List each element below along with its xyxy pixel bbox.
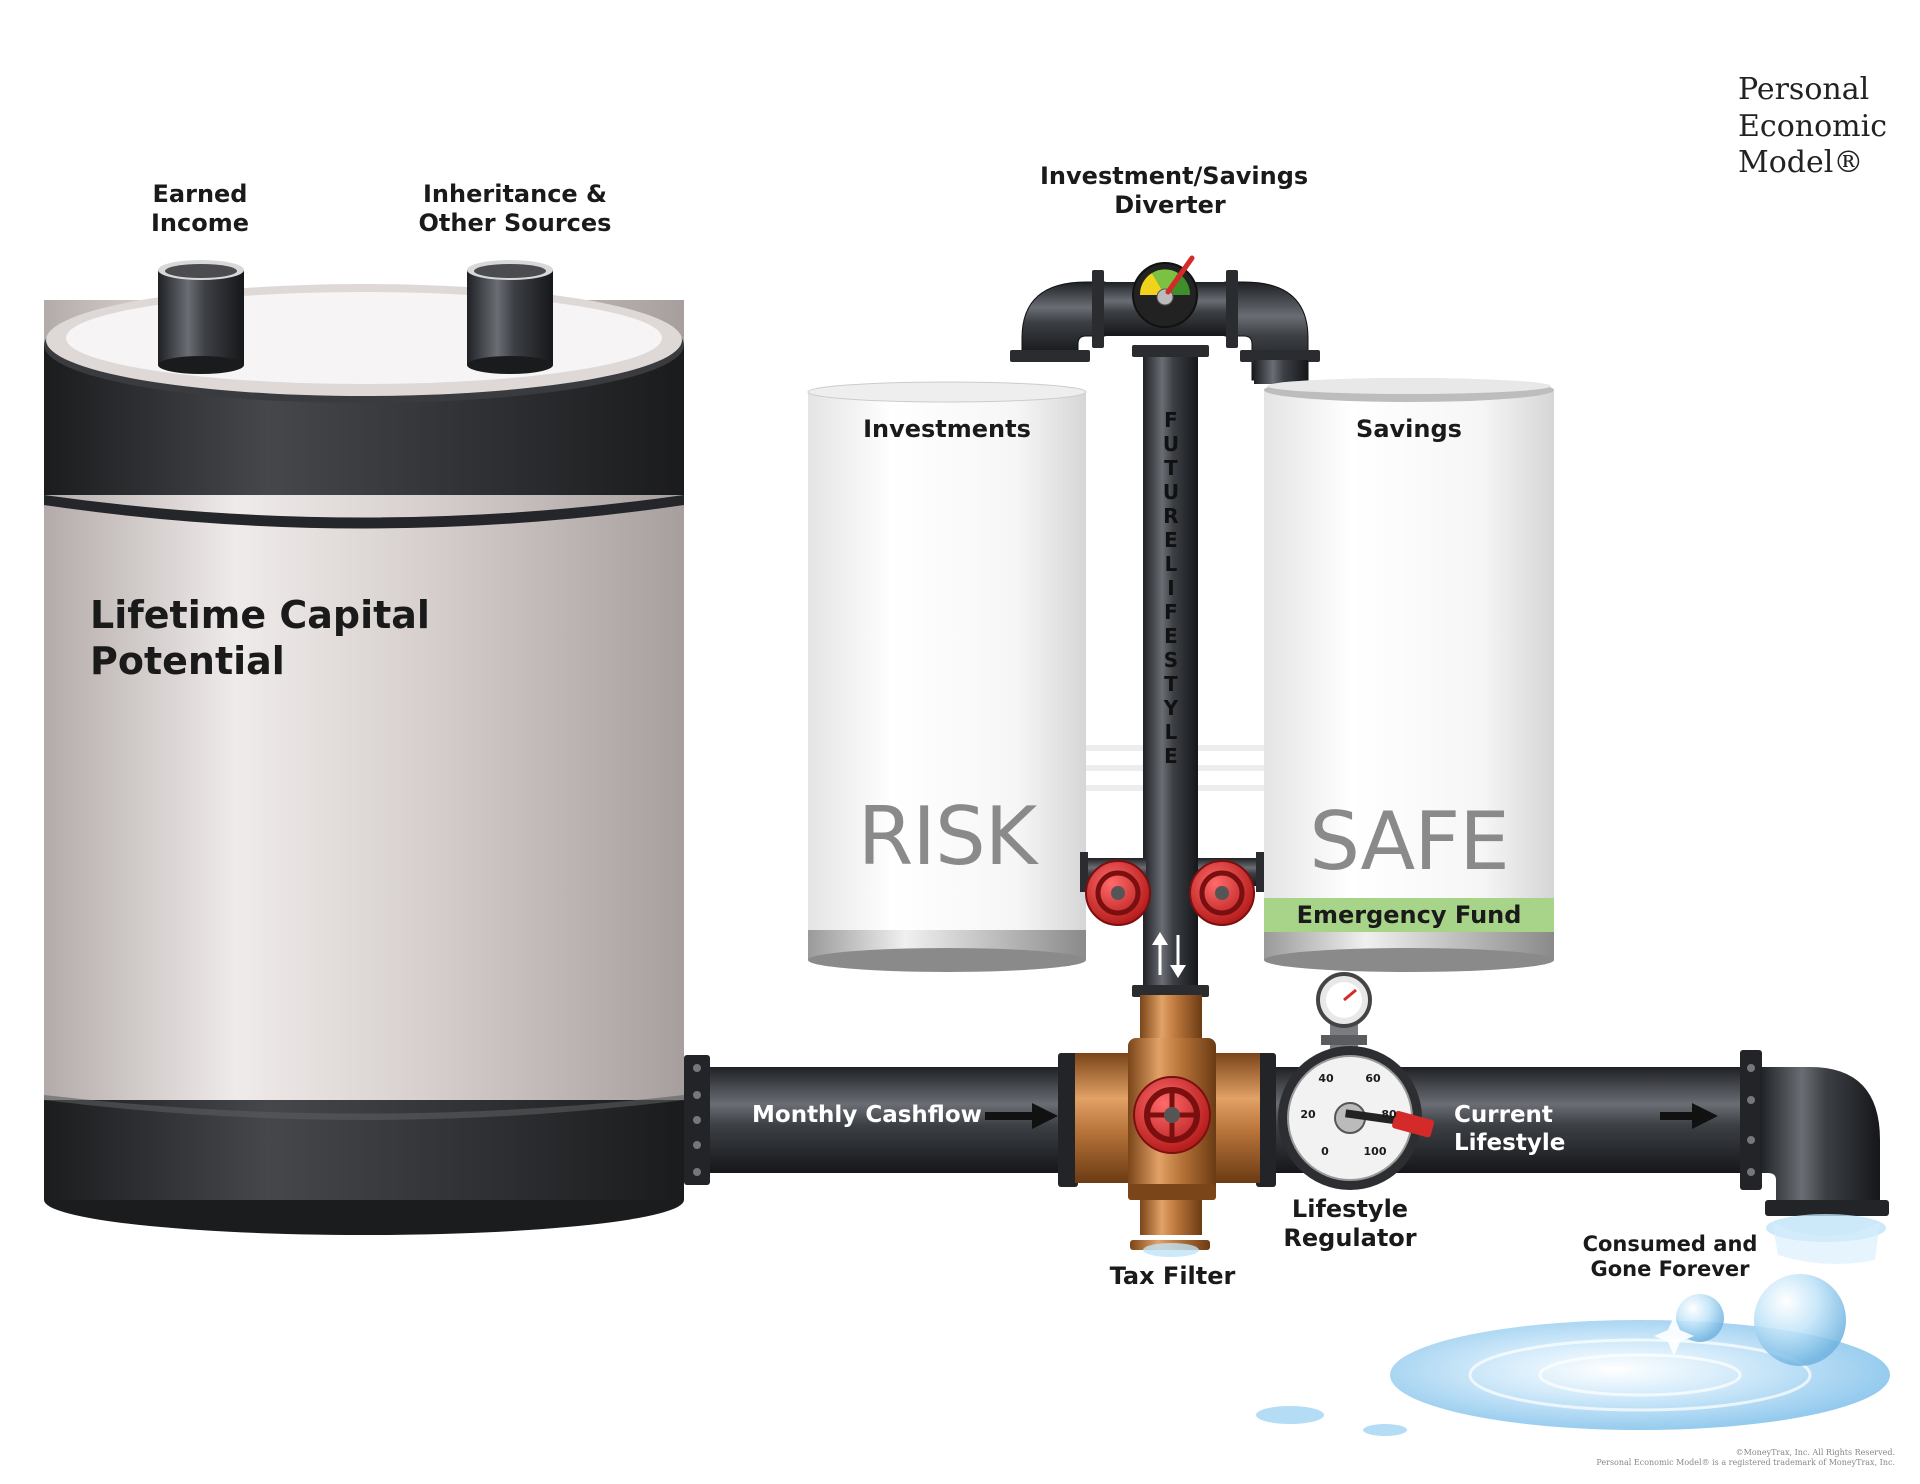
future-lifestyle-pipe	[1132, 345, 1209, 997]
page-title: Personal Economic Model®	[1738, 72, 1887, 181]
risk-label: RISK	[857, 790, 1037, 883]
inheritance-inlet-pipe	[467, 260, 553, 374]
gauge-tick: 20	[1300, 1108, 1316, 1121]
water-stream	[1766, 1214, 1886, 1264]
investments-label: Investments	[863, 415, 1031, 443]
emergency-fund-label: Emergency Fund	[1296, 901, 1522, 929]
tax-filter-label: Tax Filter	[1109, 1262, 1236, 1290]
copyright-notice: ©MoneyTrax, Inc. All Rights Reserved. Pe…	[1596, 1448, 1895, 1468]
gauge-tick: 40	[1318, 1072, 1334, 1085]
lifestyle-regulator-label: Lifestyle Regulator	[1283, 1195, 1417, 1252]
savings-tank	[1264, 378, 1554, 972]
monthly-cashflow-arrow-icon	[985, 1103, 1058, 1129]
outflow-label: Consumed and Gone Forever	[1582, 1232, 1758, 1282]
gauge-tick: 0	[1321, 1145, 1329, 1158]
safe-label: SAFE	[1309, 795, 1510, 888]
diverter-label: Investment/Savings Diverter	[1040, 162, 1309, 219]
bidirectional-arrow-icon	[1152, 932, 1186, 978]
outflow-elbow-pipe	[1760, 1067, 1889, 1216]
lifestyle-regulator-gauge	[1278, 972, 1435, 1190]
tax-filter-valve-icon	[1133, 1076, 1211, 1154]
earned-income-label: Earned Income	[150, 180, 249, 237]
monthly-cashflow-label: Monthly Cashflow	[752, 1102, 982, 1128]
investments-tank	[807, 381, 1087, 972]
gauge-tick: 100	[1363, 1145, 1387, 1158]
current-lifestyle-arrow-icon	[1660, 1103, 1718, 1129]
gauge-tick: 80	[1381, 1108, 1397, 1121]
water-bubble-icon	[1654, 1274, 1846, 1366]
savings-valve-icon	[1189, 852, 1264, 926]
inheritance-label: Inheritance & Other Sources	[418, 180, 612, 237]
diverter-gauge-icon	[1132, 255, 1198, 328]
earned-income-inlet-pipe	[158, 260, 244, 374]
lifetime-capital-label: Lifetime Capital Potential	[90, 593, 430, 683]
future-lifestyle-label: FUTURE LIFESTYLE	[1162, 408, 1180, 768]
lifetime-capital-tank	[44, 284, 684, 1235]
diverter-piping	[1010, 270, 1320, 384]
investments-valve-icon	[1080, 852, 1151, 926]
gauge-tick: 60	[1365, 1072, 1381, 1085]
savings-label: Savings	[1356, 415, 1462, 443]
current-lifestyle-label: Current Lifestyle	[1454, 1102, 1566, 1156]
